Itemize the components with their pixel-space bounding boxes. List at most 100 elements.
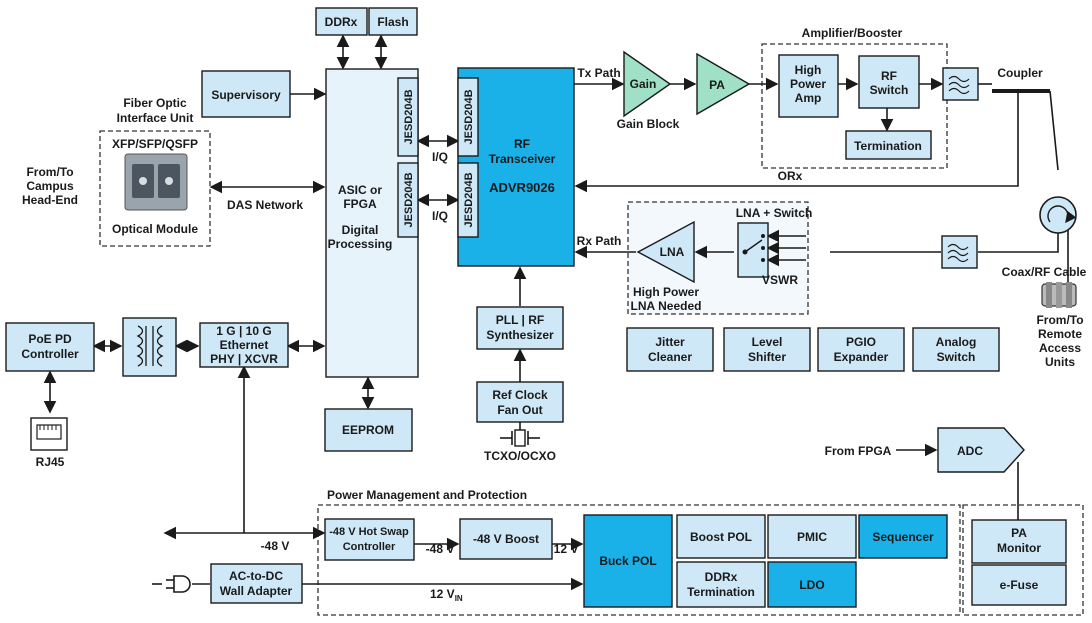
jesd-asic-rx: JESD204B [397, 162, 419, 238]
high-power-lna-label-2: LNA Needed [631, 299, 702, 313]
das-network-label: DAS Network [227, 198, 303, 212]
svg-text:Amp: Amp [795, 91, 822, 105]
rj45-icon [30, 417, 68, 451]
fiber-label-1: Fiber Optic [123, 96, 187, 110]
tx-filter-icon [942, 67, 979, 101]
svg-text:PMIC: PMIC [797, 530, 827, 544]
remote-label-1: From/To [1036, 313, 1083, 327]
tcxo-ocxo-label: TCXO/OCXO [484, 449, 556, 463]
svg-text:Digital: Digital [342, 223, 379, 237]
remote-label-3: Access [1039, 341, 1081, 355]
ldo-block: LDO [767, 561, 857, 608]
svg-text:High: High [795, 63, 822, 77]
rf-switch-block: RF Switch [858, 55, 920, 109]
ddrx-termination-block: DDRx Termination [676, 561, 766, 608]
efuse-block: e-Fuse [971, 564, 1067, 606]
svg-text:-48 V Hot Swap: -48 V Hot Swap [329, 526, 409, 538]
adc-block: ADC [937, 427, 1025, 473]
pa-monitor-block: PA Monitor [971, 519, 1067, 564]
power-management-region [317, 504, 961, 616]
pa-amplifier: PA [696, 52, 751, 116]
crystal-oscillator-icon [500, 429, 540, 447]
eeprom-block: EEPROM [324, 408, 413, 452]
svg-text:JESD204B: JESD204B [403, 172, 415, 227]
minus-48v-label: -48 V [261, 539, 290, 553]
from-fpga-label: From FPGA [825, 444, 892, 458]
svg-text:RF: RF [881, 69, 897, 83]
svg-text:PGIO: PGIO [846, 335, 876, 349]
svg-text:Termination: Termination [687, 585, 755, 599]
ac-dc-adapter-block: AC-to-DC Wall Adapter [210, 563, 303, 604]
svg-text:Wall Adapter: Wall Adapter [220, 584, 293, 598]
svg-text:Controller: Controller [343, 541, 396, 553]
campus-label-1: From/To [26, 165, 73, 179]
svg-text:Controller: Controller [21, 347, 79, 361]
svg-text:PHY | XCVR: PHY | XCVR [210, 352, 278, 366]
svg-text:Processing: Processing [328, 237, 393, 251]
rj45-label: RJ45 [36, 455, 65, 469]
lna-switch-icon [737, 222, 769, 278]
hot-swap-controller-block: -48 V Hot Swap Controller [324, 518, 415, 561]
boost-48v-block: -48 V Boost [459, 518, 553, 560]
svg-text:Termination: Termination [854, 139, 922, 153]
svg-text:JESD204B: JESD204B [463, 172, 475, 227]
vswr-label: VSWR [762, 273, 798, 287]
termination-block: Termination [845, 130, 932, 160]
amplifier-booster-region [761, 43, 948, 169]
jesd-asic-tx: JESD204B [397, 77, 419, 157]
sequencer-block: Sequencer [858, 514, 948, 559]
amplifier-booster-label: Amplifier/Booster [802, 26, 903, 40]
svg-text:Sequencer: Sequencer [872, 530, 934, 544]
svg-text:ADC: ADC [957, 444, 983, 458]
iq-label-tx: I/Q [432, 150, 448, 164]
buck-pol-block: Buck POL [583, 514, 673, 608]
svg-text:PA: PA [1011, 526, 1027, 540]
svg-text:e-Fuse: e-Fuse [1000, 578, 1039, 592]
coax-cable-label: Coax/RF Cable [1002, 265, 1087, 279]
svg-text:ADVR9026: ADVR9026 [489, 180, 555, 195]
svg-text:AC-to-DC: AC-to-DC [229, 569, 283, 583]
coax-connector-icon [1041, 282, 1077, 308]
v12-label: 12 V [554, 542, 579, 556]
svg-text:LDO: LDO [799, 578, 824, 592]
pgio-expander-block: PGIO Expander [817, 327, 905, 372]
svg-text:DDRx: DDRx [325, 15, 358, 29]
svg-text:Supervisory: Supervisory [211, 88, 281, 102]
fiber-label-2: Interface Unit [117, 111, 194, 125]
level-shifter-block: Level Shifter [723, 327, 811, 372]
high-power-amp-block: High Power Amp [778, 54, 839, 118]
svg-text:Buck POL: Buck POL [599, 554, 656, 568]
transformer-icon [122, 317, 177, 377]
svg-text:PoE PD: PoE PD [28, 332, 72, 346]
svg-text:ASIC or: ASIC or [338, 183, 382, 197]
svg-text:Boost POL: Boost POL [690, 530, 752, 544]
pmic-block: PMIC [767, 514, 857, 559]
svg-text:Ref Clock: Ref Clock [492, 388, 548, 402]
svg-text:Expander: Expander [834, 350, 889, 364]
svg-text:RF: RF [514, 137, 530, 151]
svg-text:Analog: Analog [936, 335, 977, 349]
svg-text:Fan Out: Fan Out [497, 403, 542, 417]
remote-label-2: Remote [1038, 327, 1082, 341]
campus-label-2: Campus [26, 179, 74, 193]
power-management-label: Power Management and Protection [327, 488, 527, 502]
svg-text:Gain: Gain [630, 77, 657, 91]
svg-text:Ethernet: Ethernet [220, 338, 269, 352]
svg-text:Transceiver: Transceiver [489, 152, 556, 166]
optical-module-icon [124, 153, 188, 211]
gain-block-label: Gain Block [617, 117, 680, 131]
svg-text:Switch: Switch [870, 83, 909, 97]
svg-text:Cleaner: Cleaner [648, 350, 692, 364]
v12-in-label: 12 VIN [430, 587, 463, 603]
tx-path-label: Tx Path [577, 66, 620, 80]
svg-text:Synthesizer: Synthesizer [486, 328, 554, 342]
campus-label-3: Head-End [22, 193, 78, 207]
svg-text:FPGA: FPGA [343, 197, 377, 211]
pll-synthesizer-block: PLL | RF Synthesizer [476, 306, 564, 350]
svg-text:DDRx: DDRx [705, 570, 738, 584]
svg-text:1 G | 10 G: 1 G | 10 G [216, 324, 271, 338]
pa-monitor-region [962, 504, 1084, 616]
jesd-rf-tx: JESD204B [457, 77, 479, 157]
svg-text:Power: Power [790, 77, 826, 91]
optical-module: XFP/SFP/QSFP Optical Module [112, 137, 198, 236]
